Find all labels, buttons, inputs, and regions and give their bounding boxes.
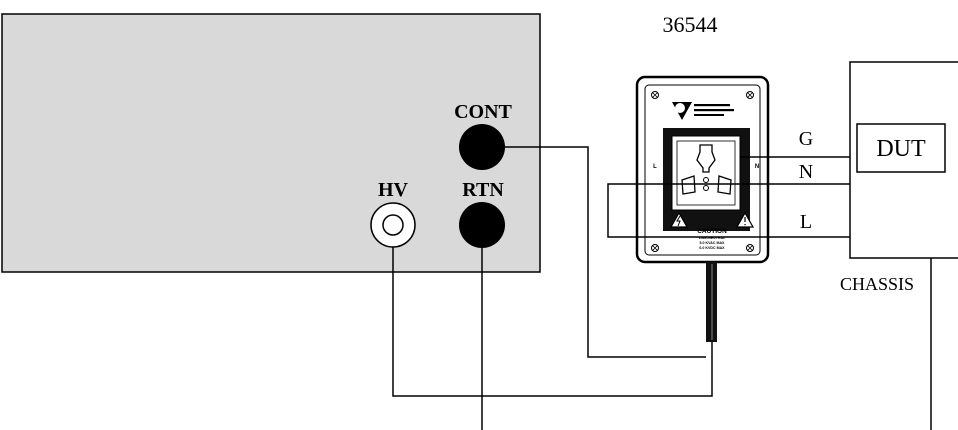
associated-research-logo [672,102,734,120]
tester-panel [1,13,541,273]
rtn-terminal[interactable] [459,202,505,248]
screw-icon [651,91,659,99]
screw-icon [746,244,754,252]
model-number: 36544 [663,12,718,37]
neutral-wire-label: N [799,161,813,183]
ground-pin-hole [696,144,716,173]
cont-terminal[interactable] [459,124,505,170]
line-pin-hole [681,175,696,195]
caution-line: 6.0 KVDC MAX [699,246,725,250]
caution-warning-icon [735,211,755,228]
hv-terminal-inner-ring [382,214,404,236]
screw-icon [651,244,659,252]
dut-box [856,123,946,173]
socket-center-hole [703,177,709,183]
caution-title: CAUTION [697,228,727,235]
adapter-line-label: L [653,164,657,170]
chassis-label: CHASSIS [840,274,914,294]
cont-terminal-label: CONT [454,101,512,123]
line-wire-label: L [800,211,812,233]
caution-line: LINE-NEUTRAL [699,236,726,240]
adapter-box: L N CAUTION LINE-NEUTRAL 5.0 KVAC MAX 6.… [635,75,770,264]
socket-center-hole [703,185,709,191]
wiring [392,146,932,430]
hv-wire [392,247,713,397]
cont-wire [505,146,706,358]
screw-icon [746,91,754,99]
high-voltage-warning-icon [669,211,689,228]
ground-wire-label: G [799,128,813,150]
caution-line: 5.0 KVAC MAX [700,241,725,245]
adapter-neutral-label: N [755,164,759,170]
neutral-line-jumper-wire [607,183,850,238]
neutral-pin-hole [717,175,732,195]
rtn-terminal-label: RTN [462,179,504,201]
hv-terminal-label: HV [378,179,409,201]
dut-label: DUT [876,136,926,162]
